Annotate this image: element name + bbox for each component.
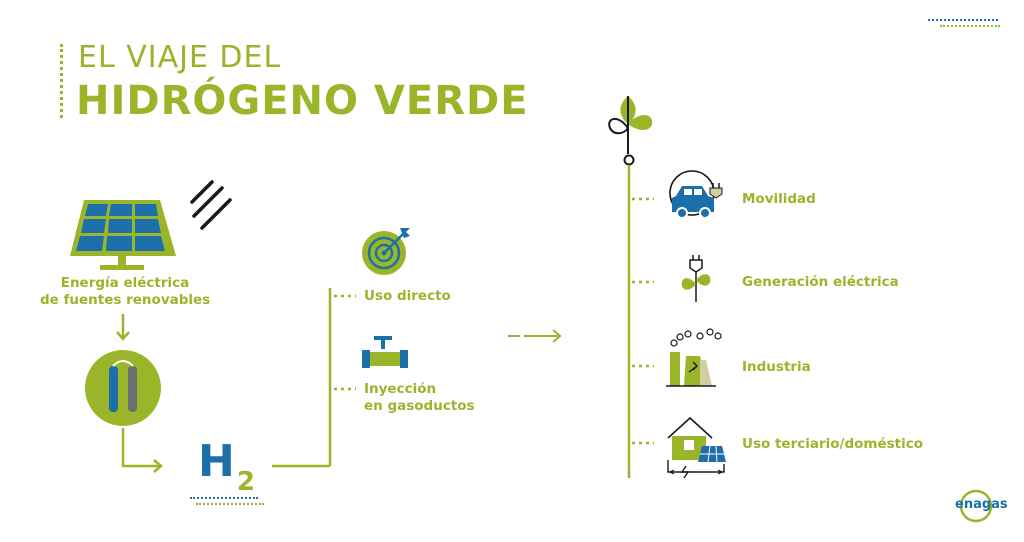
h2-subscript: 2 bbox=[236, 467, 255, 497]
car-icon bbox=[669, 170, 723, 219]
decor-dots-top-right bbox=[928, 19, 998, 21]
enagas-logo: enagas bbox=[955, 497, 1008, 512]
trunk-dots bbox=[632, 197, 654, 445]
arrow-dashed bbox=[508, 329, 562, 343]
application-power-generation: Generación eléctrica bbox=[742, 274, 899, 290]
decor-dots-bottom-2 bbox=[196, 503, 264, 505]
trunk-node bbox=[623, 154, 635, 166]
source-label-line-1: Energía eléctrica bbox=[60, 275, 190, 291]
application-residential: Uso terciario/doméstico bbox=[742, 436, 924, 452]
sun-rays-icon bbox=[190, 180, 232, 230]
arrow-to-h2 bbox=[121, 428, 163, 473]
electrolyzer-icon bbox=[85, 350, 161, 426]
plug-plant-icon bbox=[681, 255, 711, 302]
valve-icon bbox=[362, 336, 408, 368]
factory-icon bbox=[666, 328, 722, 387]
application-mobility: Movilidad bbox=[742, 191, 816, 207]
application-industry: Industria bbox=[742, 359, 811, 375]
title-line-1: EL VIAJE DEL bbox=[78, 40, 282, 75]
decor-dots-bottom bbox=[190, 497, 258, 499]
title-bar bbox=[60, 44, 67, 118]
use-injection-line-1: Inyección bbox=[364, 381, 437, 397]
house-icon bbox=[667, 416, 726, 479]
branch-dots bbox=[334, 294, 356, 391]
sprout-icon bbox=[608, 96, 653, 154]
enagas-logo-ring bbox=[959, 489, 993, 523]
source-label: Energía eléctrica de fuentes renovables bbox=[40, 275, 210, 309]
arrow-down-1 bbox=[116, 314, 130, 341]
title-line-2: HIDRÓGENO VERDE bbox=[76, 78, 529, 124]
solar-panel-icon bbox=[70, 200, 176, 270]
decor-dots-top-right-2 bbox=[940, 25, 1000, 27]
h2-letter: H bbox=[198, 436, 235, 487]
h2-symbol: H2 bbox=[198, 436, 255, 497]
source-label-line-2: de fuentes renovables bbox=[40, 292, 211, 308]
use-direct-label: Uso directo bbox=[364, 288, 451, 304]
branch-connector bbox=[272, 288, 332, 468]
use-injection-line-2: en gasoductos bbox=[364, 398, 475, 414]
target-icon bbox=[362, 228, 410, 275]
use-injection-label: Inyección en gasoductos bbox=[364, 381, 475, 415]
